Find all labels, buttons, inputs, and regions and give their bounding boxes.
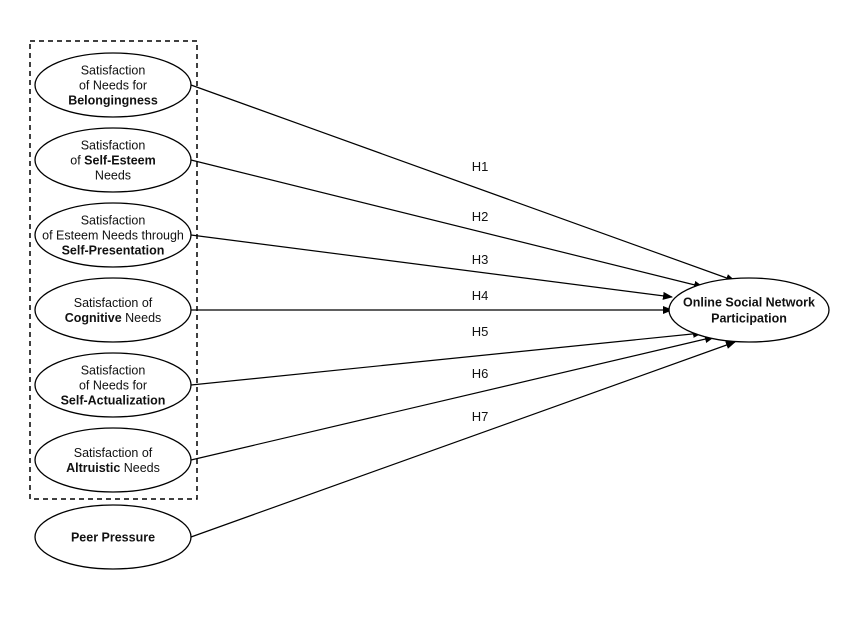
- label-segment: Cognitive: [65, 311, 122, 325]
- node-target-ellipse: [668, 277, 830, 343]
- edge-h7-arrow: [190, 341, 736, 538]
- edge-h3-label: H3: [472, 252, 489, 267]
- node-self-esteem-ellipse: [34, 127, 192, 193]
- node-belongingness-label-line: Satisfaction: [81, 64, 146, 78]
- node-cognitive-label-line: Satisfaction of: [74, 296, 153, 310]
- node-self-actualization-label-line: Self-Actualization: [61, 394, 166, 408]
- label-segment: Satisfaction of: [74, 446, 153, 460]
- label-segment: Peer Pressure: [71, 531, 155, 545]
- label-segment: Satisfaction: [81, 64, 146, 78]
- edge-h3-arrow: [190, 234, 673, 300]
- node-peer-pressure: Peer Pressure: [34, 504, 192, 570]
- node-self-presentation-ellipse: [34, 202, 192, 268]
- label-segment: Self-Esteem: [84, 154, 156, 168]
- node-target-label-line: Online Social Network: [683, 296, 815, 310]
- node-peer-pressure-label-line: Peer Pressure: [71, 531, 155, 545]
- node-self-actualization-label-line: Satisfaction: [81, 364, 146, 378]
- edge-h4-label: H4: [472, 288, 489, 303]
- label-segment: Belongingness: [68, 94, 158, 108]
- node-target-label-line: Participation: [711, 312, 787, 326]
- label-segment: of: [70, 154, 84, 168]
- node-cognitive-ellipse: [34, 277, 192, 343]
- node-self-esteem-label-line: Needs: [95, 169, 131, 183]
- node-self-actualization-label-line: of Needs for: [79, 379, 147, 393]
- node-belongingness-label-line: of Needs for: [79, 79, 147, 93]
- label-segment: of Needs for: [79, 79, 147, 93]
- label-segment: Satisfaction: [81, 139, 146, 153]
- label-segment: Satisfaction: [81, 214, 146, 228]
- label-segment: Satisfaction of: [74, 296, 153, 310]
- edge-h2-label: H2: [472, 209, 489, 224]
- edge-h6-arrow: [190, 335, 715, 461]
- edge-h5-label: H5: [472, 324, 489, 339]
- node-self-presentation-label-line: of Esteem Needs through: [42, 229, 184, 243]
- node-self-esteem-label-line: Satisfaction: [81, 139, 146, 153]
- edge-h1-label: H1: [472, 159, 489, 174]
- node-cognitive-label-line: Cognitive Needs: [65, 311, 162, 325]
- node-altruistic-label-line: Altruistic Needs: [66, 461, 160, 475]
- edge-h5-arrow: [190, 329, 703, 386]
- node-self-actualization-ellipse: [34, 352, 192, 418]
- node-self-presentation-label-line: Satisfaction: [81, 214, 146, 228]
- edge-h1-arrow: [190, 84, 736, 282]
- edge-h2-arrow: [190, 159, 704, 289]
- label-segment: Self-Actualization: [61, 394, 166, 408]
- label-segment: Needs: [95, 169, 131, 183]
- label-segment: Needs: [120, 461, 160, 475]
- node-self-esteem-label-line: of Self-Esteem: [70, 154, 155, 168]
- label-segment: of Esteem Needs through: [42, 229, 184, 243]
- node-altruistic-label-line: Satisfaction of: [74, 446, 153, 460]
- label-segment: Needs: [122, 311, 162, 325]
- node-peer-pressure-ellipse: [34, 504, 192, 570]
- edge-h7-label: H7: [472, 409, 489, 424]
- node-belongingness-ellipse: [34, 52, 192, 118]
- label-segment: Self-Presentation: [62, 244, 165, 258]
- node-altruistic-ellipse: [34, 427, 192, 493]
- label-segment: of Needs for: [79, 379, 147, 393]
- label-segment: Satisfaction: [81, 364, 146, 378]
- node-belongingness-label-line: Belongingness: [68, 94, 158, 108]
- label-segment: Altruistic: [66, 461, 120, 475]
- node-self-presentation-label-line: Self-Presentation: [62, 244, 165, 258]
- needs-group-box: [29, 40, 198, 500]
- edge-h6-label: H6: [472, 366, 489, 381]
